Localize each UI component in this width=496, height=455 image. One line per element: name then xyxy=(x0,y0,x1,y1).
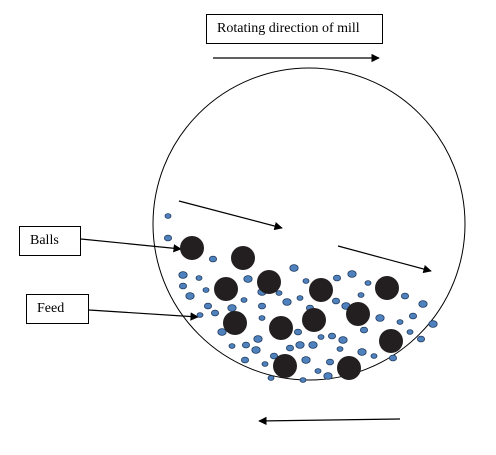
feed-particle xyxy=(331,297,340,305)
feed-particle xyxy=(196,312,204,318)
feed-particle xyxy=(243,275,253,283)
feed-particle xyxy=(416,335,425,343)
feed-particle xyxy=(195,275,203,281)
motion-arrow-right xyxy=(337,245,432,274)
balls-label: Balls xyxy=(19,226,81,256)
feed-particle xyxy=(347,270,357,278)
grinding-balls xyxy=(180,236,403,380)
grinding-ball xyxy=(379,329,403,353)
feed-particle xyxy=(282,298,292,306)
feed-particle xyxy=(217,328,227,336)
grinding-ball xyxy=(214,277,238,301)
feed-particle xyxy=(357,292,365,298)
feed-particle xyxy=(203,302,212,310)
grinding-ball xyxy=(346,302,370,326)
feed-particle xyxy=(370,353,378,359)
feed-particle xyxy=(253,335,263,343)
feed-particle xyxy=(301,356,311,364)
rotation-direction-text: Rotating direction of mill xyxy=(217,21,360,36)
feed-particle xyxy=(336,346,344,352)
feed-label: Feed xyxy=(26,294,89,324)
feed-particle xyxy=(178,282,187,290)
feed-particle xyxy=(375,314,385,322)
grinding-ball xyxy=(302,308,326,332)
feed-particle xyxy=(202,287,210,293)
feed-particle xyxy=(299,377,307,383)
feed-particle xyxy=(332,274,341,282)
feed-particle xyxy=(258,315,266,321)
feed-particle xyxy=(267,375,275,381)
feed-particle xyxy=(400,292,409,300)
grinding-ball xyxy=(257,270,281,294)
grinding-ball xyxy=(231,246,255,270)
feed-label-text: Feed xyxy=(37,301,65,316)
feed-particle xyxy=(164,213,172,219)
feed-particle xyxy=(327,332,336,340)
feed-particle xyxy=(314,368,322,374)
feed-particle xyxy=(163,234,172,242)
feed-particle xyxy=(359,326,368,334)
grinding-ball xyxy=(375,276,399,300)
feed-particle xyxy=(269,352,278,360)
feed-particle xyxy=(357,348,367,356)
grinding-ball xyxy=(309,278,333,302)
feed-particle xyxy=(293,328,302,336)
feed-particle xyxy=(228,343,236,349)
feed-particles xyxy=(163,213,438,383)
balls-leader xyxy=(80,238,182,253)
feed-particle xyxy=(323,372,333,380)
feed-particle xyxy=(396,319,404,325)
feed-particle xyxy=(257,302,266,310)
feed-particle xyxy=(302,278,310,284)
feed-particle xyxy=(364,280,372,286)
feed-particle xyxy=(240,297,248,303)
feed-particle xyxy=(208,255,217,263)
rotation-direction-label: Rotating direction of mill xyxy=(206,14,383,44)
feed-particle xyxy=(261,361,269,367)
feed-particle xyxy=(428,320,438,328)
feed-particle xyxy=(406,329,414,335)
grinding-ball xyxy=(269,316,293,340)
feed-particle xyxy=(408,312,417,320)
feed-particle xyxy=(275,290,283,296)
feed-particle xyxy=(388,354,397,362)
feed-particle xyxy=(308,341,318,349)
feed-particle xyxy=(418,300,428,308)
feed-particle xyxy=(251,346,261,354)
feed-particle xyxy=(285,344,294,352)
balls-label-text: Balls xyxy=(30,233,59,248)
grinding-ball xyxy=(337,356,361,380)
feed-particle xyxy=(325,358,334,366)
grinding-ball xyxy=(273,354,297,378)
feed-particle xyxy=(338,336,348,344)
feed-particle xyxy=(210,309,219,317)
rotation-arrow-bottom xyxy=(258,416,401,426)
feed-particle xyxy=(296,295,304,301)
feed-particle xyxy=(240,356,249,364)
feed-particle xyxy=(289,264,299,272)
feed-particle xyxy=(317,334,325,340)
motion-arrow-left xyxy=(178,200,283,231)
feed-particle xyxy=(178,271,188,279)
feed-leader xyxy=(88,309,199,321)
grinding-ball xyxy=(223,311,247,335)
feed-particle xyxy=(295,341,305,349)
feed-particle xyxy=(227,304,237,312)
feed-particle xyxy=(241,341,250,349)
mill-shell xyxy=(152,67,466,381)
feed-particle xyxy=(185,292,195,300)
grinding-ball xyxy=(180,236,204,260)
